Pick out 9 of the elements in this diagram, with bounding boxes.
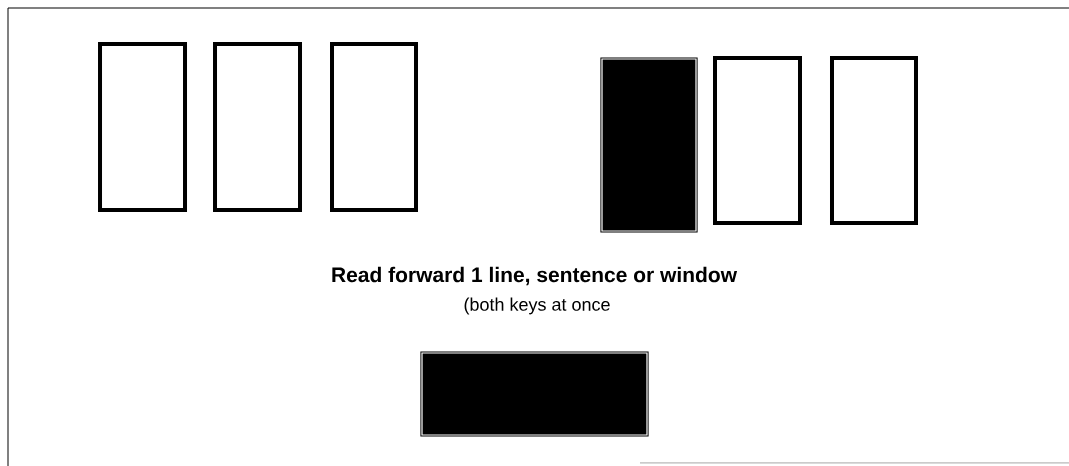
pressed-key — [420, 351, 649, 437]
key — [330, 42, 418, 212]
key — [830, 56, 918, 225]
pressed-key — [600, 57, 698, 233]
key — [98, 42, 187, 212]
key — [213, 42, 302, 212]
note-text: (both keys at once — [464, 297, 610, 315]
key — [713, 56, 802, 225]
caption-text: Read forward 1 line, sentence or window — [332, 266, 738, 286]
